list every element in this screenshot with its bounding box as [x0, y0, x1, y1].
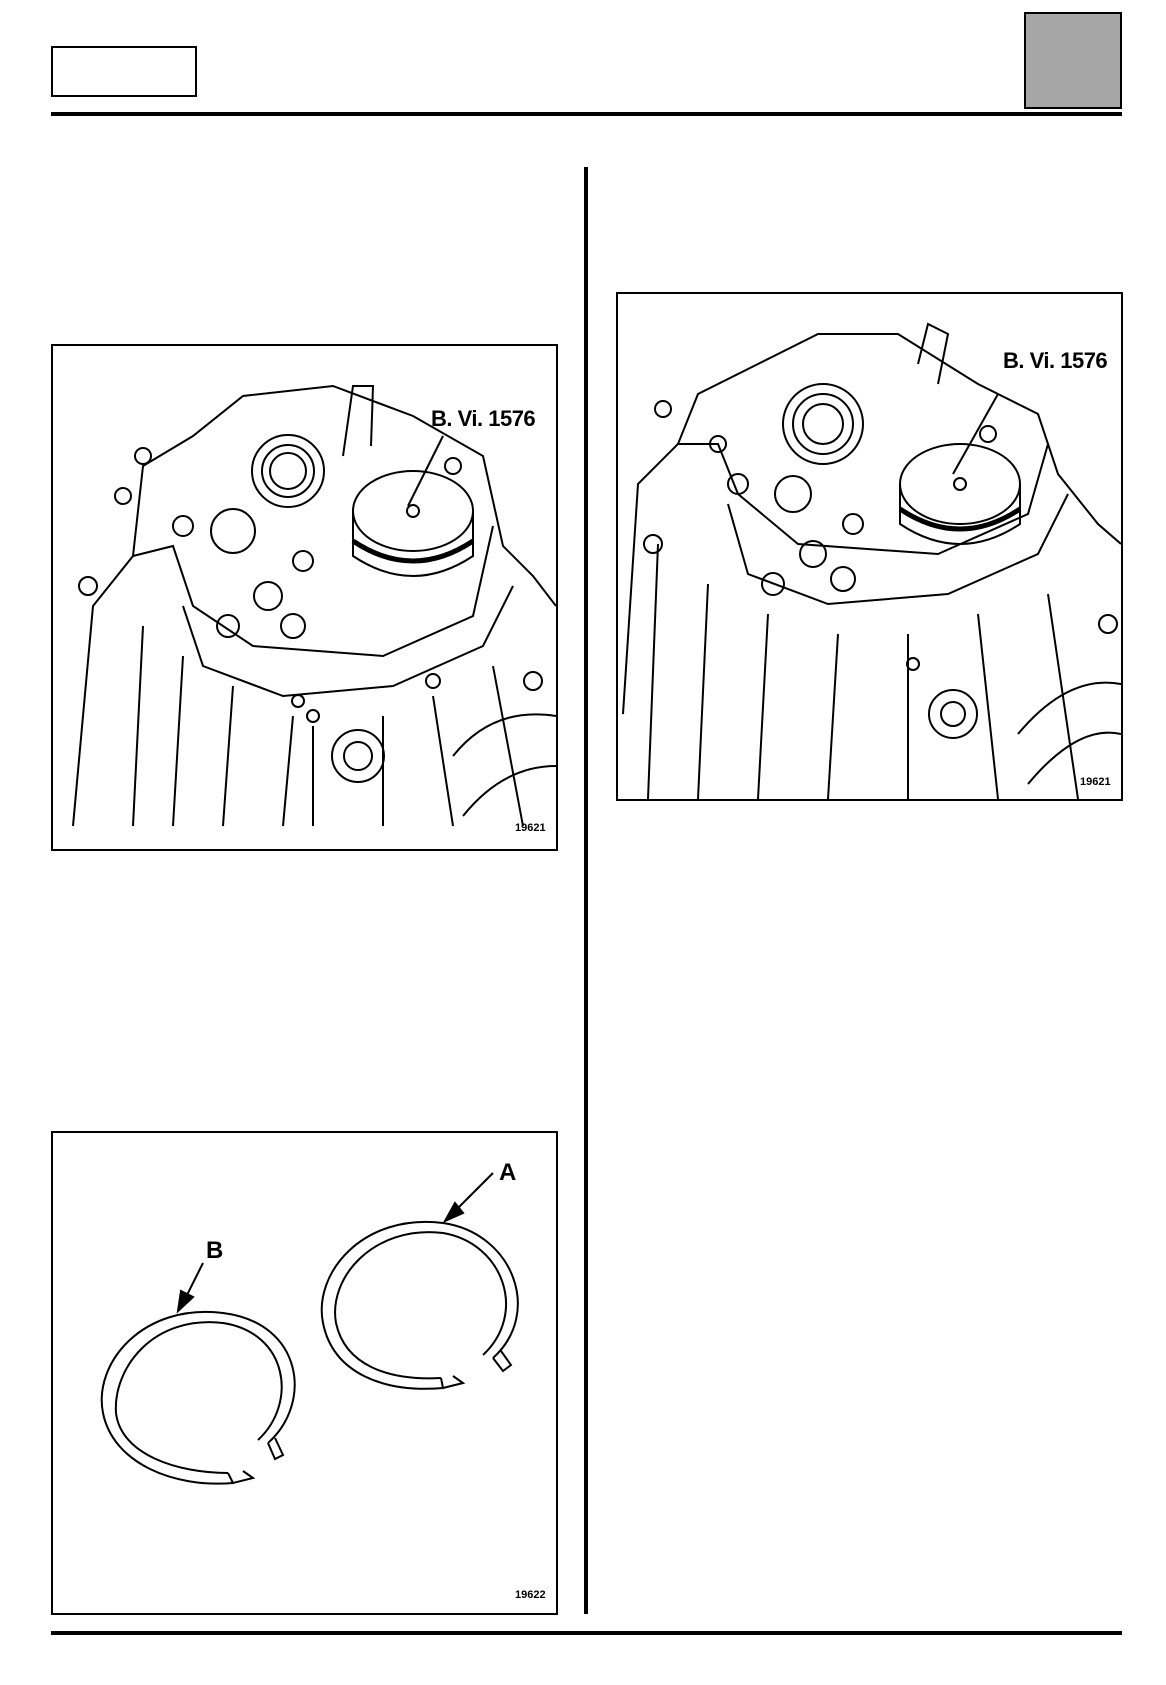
tool-label: B. Vi. 1576 — [1003, 348, 1108, 373]
part-label-b: B — [206, 1237, 224, 1264]
figure-circlips: A B 19622 — [51, 1131, 558, 1615]
header-rule — [51, 112, 1122, 116]
figure-gearbox-tool-left: B. Vi. 1576 19621 — [51, 344, 558, 851]
figure-number: 19621 — [1080, 776, 1111, 788]
footer-rule — [51, 1631, 1122, 1635]
circlip-illustration — [100, 1172, 519, 1485]
figure-number: 19622 — [515, 1589, 546, 1601]
figure-number: 19621 — [515, 822, 546, 834]
gearbox-illustration — [622, 322, 1121, 799]
column-divider — [584, 167, 588, 1614]
chapter-tab — [1024, 12, 1122, 109]
tool-label: B. Vi. 1576 — [431, 406, 536, 431]
part-label-a: A — [499, 1159, 517, 1186]
gearbox-illustration — [72, 384, 556, 827]
section-header-box — [51, 46, 197, 97]
figure-gearbox-tool-right: B. Vi. 1576 19621 — [616, 292, 1123, 801]
